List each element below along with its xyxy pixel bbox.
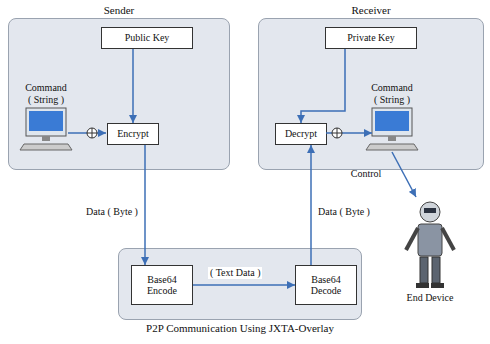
device-label: End Device xyxy=(399,292,461,304)
box-label: Private Key xyxy=(345,32,397,44)
xor-symbol xyxy=(87,128,97,138)
box-label: Decrypt xyxy=(283,128,319,140)
sender-computer xyxy=(20,108,72,150)
panel-title: P2P Communication Using JXTA-Overlay xyxy=(119,322,361,334)
connector-arrow xyxy=(132,49,134,123)
process-box: Encrypt xyxy=(107,123,159,145)
edge-label: Data ( Byte ) xyxy=(316,206,372,218)
connector-arrow xyxy=(193,284,295,286)
edge-label: Data ( Byte ) xyxy=(84,206,140,218)
process-box: Decrypt xyxy=(275,123,327,145)
key-box: Public Key xyxy=(101,27,193,49)
connector-arrow xyxy=(310,145,312,265)
box-label: Base64 Decode xyxy=(296,274,356,297)
key-box: Private Key xyxy=(325,27,417,49)
control-label: Control xyxy=(346,168,386,180)
process-box: Base64 Decode xyxy=(295,265,357,305)
box-label: Encrypt xyxy=(115,128,151,140)
box-label: Base64 Encode xyxy=(132,274,192,297)
connector-arrow xyxy=(144,145,146,265)
network-panel: P2P Communication Using JXTA-OverlayBase… xyxy=(118,248,362,320)
box-label: Public Key xyxy=(123,32,172,44)
xor-symbol xyxy=(332,128,342,138)
panel-title: Receiver xyxy=(259,4,483,16)
command-label: Command ( String ) xyxy=(369,82,415,105)
process-box: Base64 Encode xyxy=(131,265,193,305)
panel-title: Sender xyxy=(9,4,229,16)
edge-label: ( Text Data ) xyxy=(208,267,262,279)
robot-figure xyxy=(406,202,454,288)
command-label: Command ( String ) xyxy=(23,82,69,105)
receiver-computer xyxy=(366,108,418,150)
